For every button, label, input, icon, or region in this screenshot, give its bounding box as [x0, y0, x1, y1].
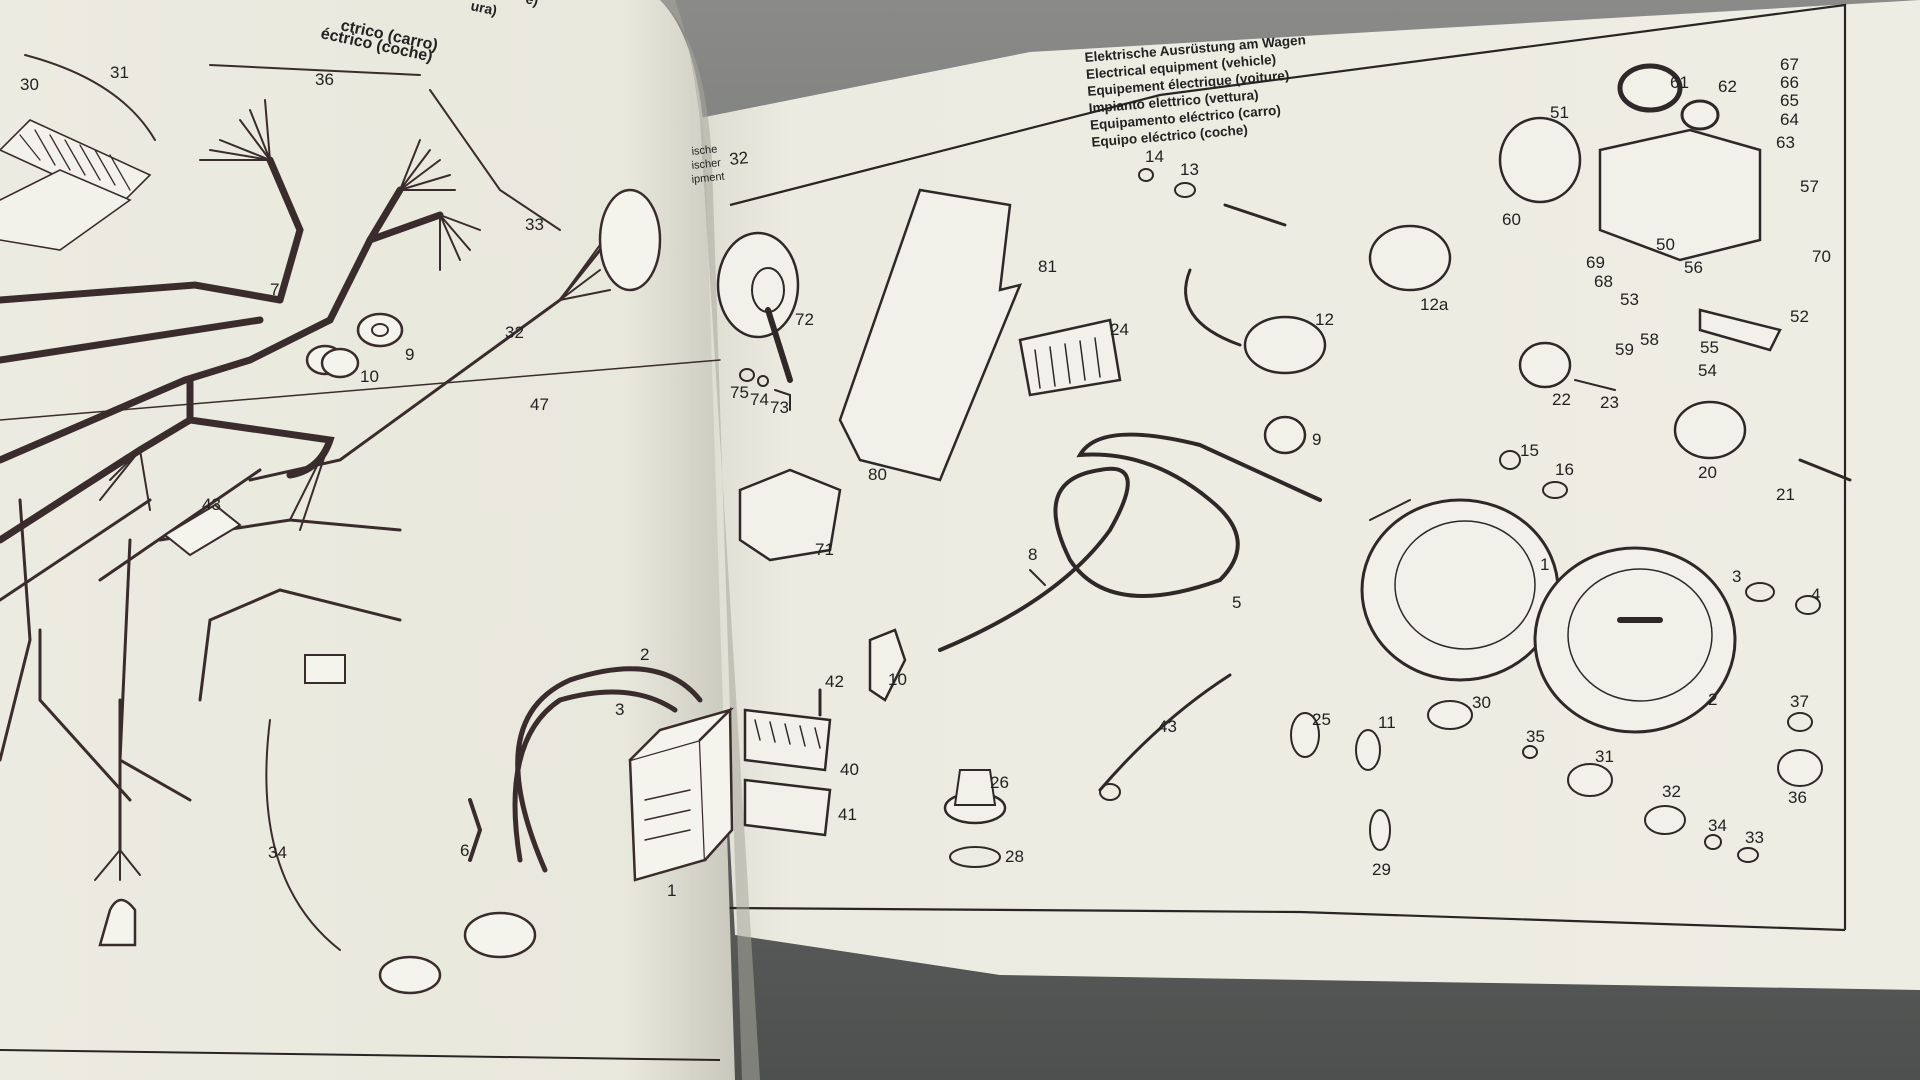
part-number: 73 — [770, 398, 789, 417]
part-number: 25 — [1312, 710, 1331, 729]
part-number: 2 — [640, 645, 649, 664]
part-number: 1 — [667, 881, 676, 900]
title-fragment: e) — [524, 0, 540, 9]
part-number: 43 — [202, 495, 221, 514]
margin-label: ische — [691, 143, 718, 158]
part-number: 58 — [1640, 330, 1659, 349]
part-number: 68 — [1594, 272, 1613, 291]
part-number: 41 — [838, 805, 857, 824]
part-number: 28 — [1005, 847, 1024, 866]
page-number: 32 — [728, 148, 749, 169]
part-number: 63 — [1776, 133, 1795, 152]
part-number: 10 — [360, 367, 379, 386]
part-number: 61 — [1670, 73, 1689, 92]
part-number: 56 — [1684, 258, 1703, 277]
part-number: 67 — [1780, 55, 1799, 74]
part-number: 55 — [1700, 338, 1719, 357]
part-number: 52 — [1790, 307, 1809, 326]
part-number: 1 — [1540, 555, 1549, 574]
title-fragment: ura) — [469, 0, 498, 18]
part-number: 9 — [1312, 430, 1321, 449]
part-number: 30 — [1472, 693, 1491, 712]
part-number: 43 — [1158, 717, 1177, 736]
part-number: 5 — [1232, 593, 1241, 612]
part-number: 24 — [1110, 320, 1129, 339]
part-number: 16 — [1555, 460, 1574, 479]
margin-label: ischer — [691, 157, 722, 172]
part-number: 60 — [1502, 210, 1521, 229]
book-gutter — [660, 0, 760, 1080]
part-number: 74 — [750, 390, 769, 409]
part-number: 47 — [530, 395, 549, 414]
part-number: 3 — [615, 700, 624, 719]
part-number: 11 — [1378, 713, 1396, 732]
part-number: 14 — [1145, 147, 1164, 166]
part-number: 69 — [1586, 253, 1605, 272]
part-number: 10 — [888, 670, 907, 689]
part-number: 66 — [1780, 73, 1799, 92]
part-number: 33 — [525, 215, 544, 234]
part-number: 34 — [268, 843, 287, 862]
wiring-harness-drawing — [0, 54, 735, 995]
margin-label: ipment — [691, 171, 725, 186]
part-number: 54 — [1698, 361, 1717, 380]
part-number: 36 — [315, 70, 334, 89]
part-number: 33 — [1745, 828, 1764, 847]
part-number: 40 — [840, 760, 859, 779]
part-number: 30 — [20, 75, 39, 94]
part-number: 71 — [815, 540, 834, 559]
part-number: 6 — [460, 841, 469, 860]
part-number: 13 — [1180, 160, 1199, 179]
part-number: 75 — [730, 383, 749, 402]
part-number: 29 — [1372, 860, 1391, 879]
part-number: 3 — [1732, 567, 1741, 586]
part-number: 21 — [1776, 485, 1795, 504]
part-number: 9 — [405, 345, 414, 364]
part-number: 72 — [795, 310, 814, 329]
part-number: 31 — [110, 63, 129, 82]
part-number: 42 — [825, 672, 844, 691]
part-number: 53 — [1620, 290, 1639, 309]
part-number: 4 — [1811, 585, 1820, 604]
part-number: 2 — [1708, 690, 1717, 709]
part-number: 51 — [1550, 103, 1569, 122]
part-number: 64 — [1780, 110, 1799, 129]
left-page — [0, 0, 735, 1080]
part-number: 35 — [1526, 727, 1545, 746]
part-number: 20 — [1698, 463, 1717, 482]
part-number: 12a — [1420, 295, 1449, 314]
part-number: 65 — [1780, 91, 1799, 110]
part-number: 70 — [1812, 247, 1831, 266]
part-number: 37 — [1790, 692, 1809, 711]
part-number: 22 — [1552, 390, 1571, 409]
part-number: 15 — [1520, 441, 1539, 460]
part-number: 36 — [1788, 788, 1807, 807]
part-number: 8 — [1028, 545, 1037, 564]
part-number: 12 — [1315, 310, 1334, 329]
part-number: 81 — [1038, 257, 1057, 276]
part-number: 80 — [868, 465, 887, 484]
part-number: 26 — [990, 773, 1009, 792]
part-number: 59 — [1615, 340, 1634, 359]
part-number: 32 — [1662, 782, 1681, 801]
part-number: 23 — [1600, 393, 1619, 412]
part-number: 57 — [1800, 177, 1819, 196]
part-number: 34 — [1708, 816, 1727, 835]
part-number: 7 — [270, 280, 279, 299]
parts-drawing — [716, 63, 1852, 868]
part-number: 31 — [1595, 747, 1614, 766]
part-number: 62 — [1718, 77, 1737, 96]
part-number: 50 — [1656, 235, 1675, 254]
part-number: 32 — [505, 323, 524, 342]
